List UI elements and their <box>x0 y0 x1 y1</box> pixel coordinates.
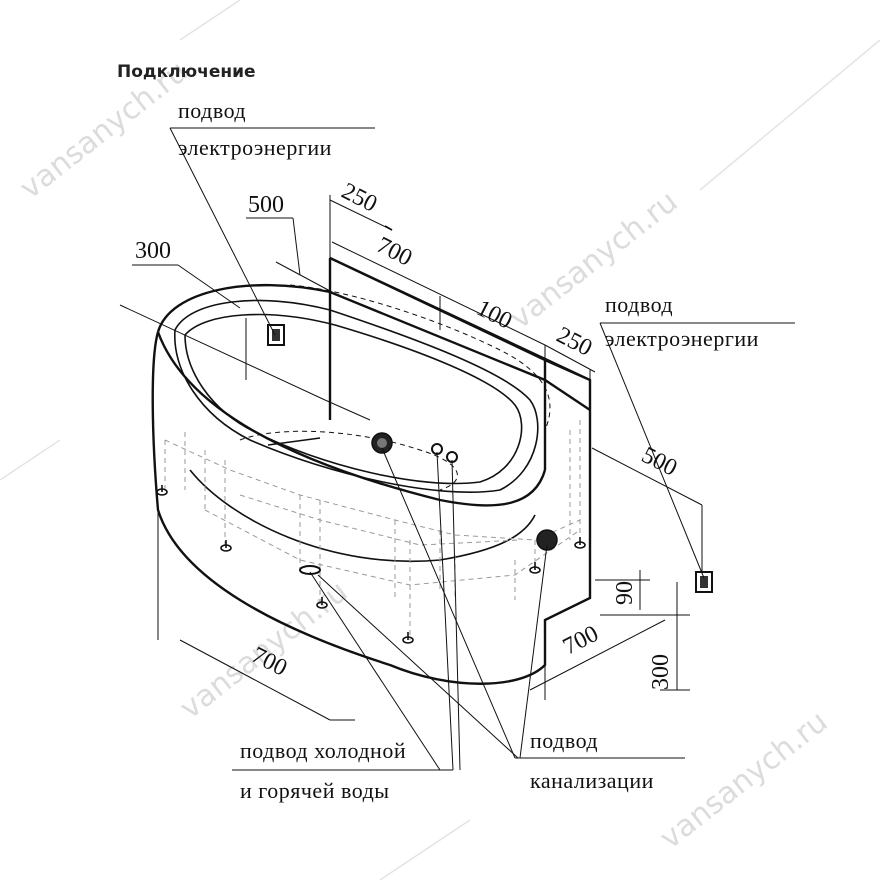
socket-right-icon <box>695 571 713 593</box>
label-power-left-2: электроэнергии <box>178 135 332 160</box>
label-water-1: подвод холодной <box>240 738 406 763</box>
label-power-right-1: подвод <box>605 292 673 317</box>
label-power-right-2: электроэнергии <box>605 326 759 351</box>
support-feet <box>156 485 586 644</box>
dim-300-left: 300 <box>135 238 171 264</box>
dim-300-right: 300 <box>648 654 674 690</box>
dim-250-top: 250 <box>337 178 381 218</box>
rim-outer <box>156 283 591 507</box>
apron-outline <box>151 331 592 685</box>
label-drain-2: канализации <box>530 768 654 793</box>
bathtub-drawing <box>151 256 713 685</box>
dim-500-top: 500 <box>248 192 284 218</box>
dimension-lines <box>119 127 795 771</box>
tub-bottom <box>189 469 536 562</box>
basin-inner <box>184 313 523 485</box>
dim-250-right: 250 <box>552 322 596 362</box>
dim-90: 90 <box>612 581 638 605</box>
basin-mark <box>267 437 321 446</box>
dim-700-right: 700 <box>559 621 603 661</box>
label-water-2: и горячей воды <box>240 778 390 803</box>
watermark-4: vansanych.ru <box>653 704 834 856</box>
rim-inner <box>174 299 539 493</box>
dim-700-top: 700 <box>372 232 416 272</box>
overflow-hole-icon <box>536 529 558 551</box>
tub-fixtures <box>267 432 558 575</box>
rim-hidden <box>289 284 551 431</box>
support-frame <box>164 420 581 640</box>
dim-500-right: 500 <box>637 442 681 482</box>
label-power-left-1: подвод <box>178 98 246 123</box>
label-drain-1: подвод <box>530 728 598 753</box>
basin-bottom <box>239 430 458 491</box>
page-title: Подключение <box>117 62 256 82</box>
socket-left-icon <box>267 324 285 346</box>
siphon-icon <box>299 565 321 575</box>
